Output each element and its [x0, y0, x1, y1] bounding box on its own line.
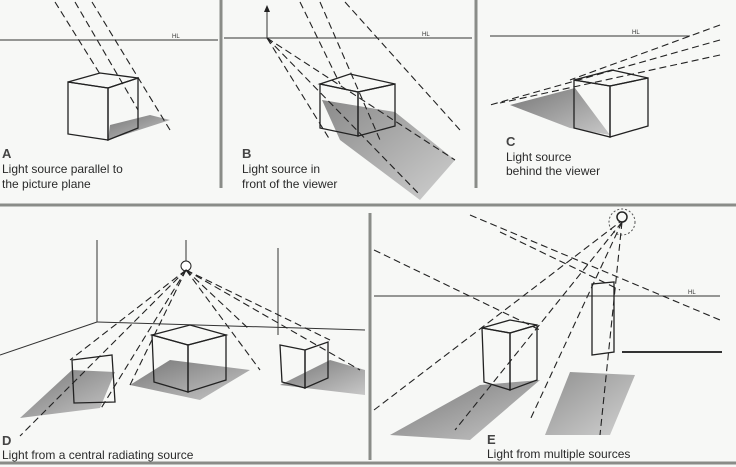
- horizon-label: HL: [688, 290, 696, 296]
- cast-shadow: [510, 88, 610, 135]
- panel-c-caption-2: behind the viewer: [506, 164, 600, 178]
- panel-b: HL B Light source in front of the viewer: [224, 1, 472, 200]
- panel-d-caption: Light from a central radiating source: [2, 448, 194, 462]
- panel-c-caption-1: Light source: [506, 150, 572, 164]
- panel-a-caption-1: Light source parallel to: [2, 162, 123, 176]
- panel-b-letter: B: [242, 146, 251, 161]
- panel-a: HL A Light source parallel to the pictur…: [0, 1, 218, 191]
- cube-e: [481, 327, 511, 391]
- cube-top: [573, 69, 649, 87]
- cube-side: [609, 77, 649, 138]
- panel-c: HL C Light source behind the viewer: [489, 24, 721, 178]
- horizon-label: HL: [172, 34, 180, 40]
- horizon-label: HL: [422, 32, 430, 38]
- panel-c-letter: C: [506, 134, 516, 149]
- panel-b-caption-1: Light source in: [242, 162, 320, 176]
- cube-front: [67, 81, 109, 141]
- horizon-label: HL: [632, 30, 640, 36]
- panel-d-letter: D: [2, 433, 11, 448]
- panel-e: HL E Light from multiple sources: [373, 208, 722, 461]
- panel-e-caption: Light from multiple sources: [487, 447, 630, 461]
- light-bulb-icon: [180, 260, 192, 272]
- panel-e-letter: E: [487, 432, 496, 447]
- sun-icon: [616, 211, 628, 223]
- pillar: [591, 281, 615, 356]
- cube-top: [317, 73, 396, 93]
- panel-b-caption-2: front of the viewer: [242, 177, 337, 191]
- panel-d: D Light from a central radiating source: [0, 240, 366, 462]
- cast-shadow: [322, 100, 455, 200]
- panel-a-letter: A: [2, 146, 12, 161]
- panel-a-caption-2: the picture plane: [2, 177, 91, 191]
- cube-top: [67, 72, 139, 89]
